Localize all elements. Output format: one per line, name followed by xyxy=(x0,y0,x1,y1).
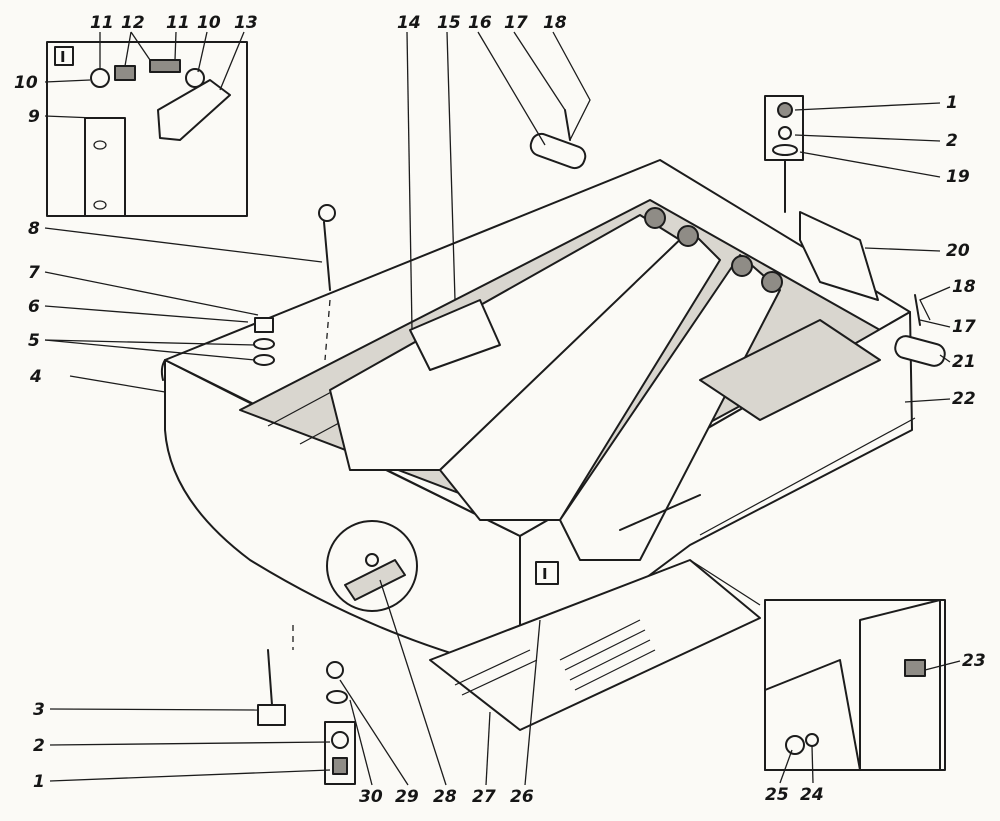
bolt-right xyxy=(149,59,181,73)
callout-14: 14 xyxy=(397,13,421,33)
bolt-23 xyxy=(904,659,926,677)
callout-1-top: 1 xyxy=(946,93,958,113)
callout-11-left: 11 xyxy=(90,13,114,33)
callout-30: 30 xyxy=(359,787,383,807)
nut-7 xyxy=(254,317,274,333)
callout-8: 8 xyxy=(28,219,40,239)
leader-lines xyxy=(44,31,961,786)
inset-marker-top-left xyxy=(54,46,74,66)
washer-right xyxy=(185,68,205,88)
washer-5b xyxy=(253,354,275,366)
callout-19: 19 xyxy=(946,167,970,187)
callout-21: 21 xyxy=(952,352,976,372)
callout-26: 26 xyxy=(510,787,534,807)
callout-9: 9 xyxy=(28,107,40,127)
pin-16 xyxy=(529,132,587,170)
callout-10-left: 10 xyxy=(14,73,38,93)
callout-20: 20 xyxy=(946,241,970,261)
frame-assembly xyxy=(160,159,916,731)
right-beam xyxy=(559,254,781,561)
callout-22: 22 xyxy=(952,389,976,409)
bracket-plate xyxy=(84,117,126,217)
vent-slots xyxy=(454,619,656,696)
cover-plate xyxy=(799,211,879,301)
callout-4: 4 xyxy=(29,367,42,387)
callout-29: 29 xyxy=(395,787,419,807)
washer-24 xyxy=(805,733,819,747)
inset-leader-bottom xyxy=(689,559,761,606)
callout-15: 15 xyxy=(437,13,461,33)
callout-5: 5 xyxy=(28,331,40,351)
pivot-hole-2 xyxy=(677,225,699,247)
inset-top-left: I xyxy=(46,41,248,217)
callout-11-right: 11 xyxy=(166,13,190,33)
shaft xyxy=(619,494,701,531)
callout-2-bottom: 2 xyxy=(33,736,45,756)
bottom-bolt-assembly xyxy=(257,625,356,785)
callout-7: 7 xyxy=(28,263,40,283)
inset-bottom-right xyxy=(764,599,946,771)
callout-17-top: 17 xyxy=(504,13,528,33)
callout-25: 25 xyxy=(765,785,789,805)
callout-18-right: 18 xyxy=(952,277,976,297)
callout-3: 3 xyxy=(33,700,45,720)
callout-10-right: 10 xyxy=(197,13,221,33)
callout-2-top: 2 xyxy=(946,131,958,151)
callout-27: 27 xyxy=(472,787,496,807)
eye-bolt-8 xyxy=(318,204,336,361)
center-beam xyxy=(439,229,721,521)
washer-top xyxy=(772,144,798,156)
callout-18-top: 18 xyxy=(543,13,567,33)
cotter-17 xyxy=(564,109,571,141)
washer-5a xyxy=(253,338,275,350)
bolt-left xyxy=(114,65,136,81)
bolt-head-top xyxy=(777,102,793,118)
pivot-hole-4 xyxy=(761,271,783,293)
crossmember xyxy=(409,299,501,371)
rear-platform xyxy=(699,319,881,421)
callout-24: 24 xyxy=(800,785,824,805)
washer-left xyxy=(90,68,110,88)
pivot-hole-1 xyxy=(644,207,666,229)
bottom-plate xyxy=(429,559,761,731)
callout-12: 12 xyxy=(121,13,145,33)
inset-marker-top-left-label: I xyxy=(60,48,66,66)
callout-16: 16 xyxy=(468,13,492,33)
inset-marker-bottom-label: I xyxy=(542,565,548,583)
inset-marker-bottom xyxy=(535,561,559,585)
callout-1-bottom: 1 xyxy=(33,772,45,792)
callout-28: 28 xyxy=(433,787,457,807)
callout-13: 13 xyxy=(234,13,258,33)
callout-17-right: 17 xyxy=(952,317,976,337)
callout-labels: 1 2 19 20 18 17 21 22 23 24 25 26 27 28 … xyxy=(14,13,986,807)
nut-25 xyxy=(785,735,805,755)
callout-23: 23 xyxy=(962,651,986,671)
inset-top-right xyxy=(764,95,879,301)
callout-6: 6 xyxy=(28,297,40,317)
cotter-17-right xyxy=(914,294,921,326)
lock-washer-top xyxy=(778,126,792,140)
pivot-hole-3 xyxy=(731,255,753,277)
